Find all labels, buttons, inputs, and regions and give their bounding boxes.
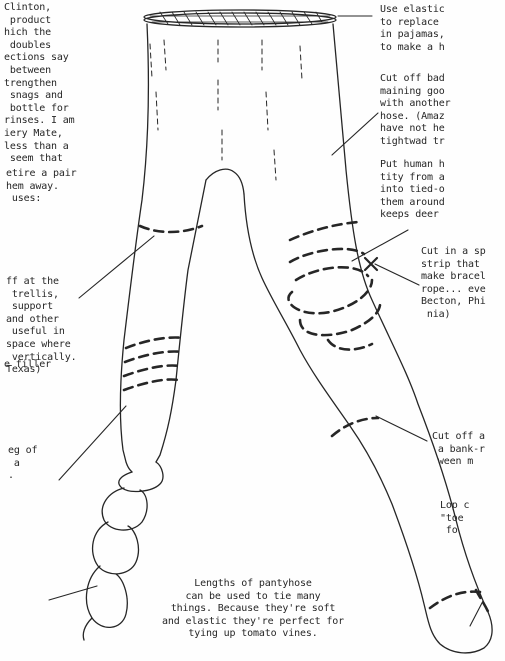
lop-paragraph: Lop c "toe fo — [440, 500, 469, 538]
retire-paragraph: etire a pair hem away. uses: — [6, 168, 76, 206]
filler-paragraph: e filler — [4, 359, 51, 372]
elastic-paragraph: Use elastic to replace in pajamas, to ma… — [380, 4, 445, 54]
waistband-icon — [144, 10, 336, 27]
bank-paragraph: Cut off a a bank-r ween m — [432, 431, 485, 469]
cut-bad-paragraph: Cut off bad maining goo with another hos… — [380, 73, 450, 149]
intro-paragraph: Clinton, product hich the doubles ection… — [4, 2, 74, 166]
human-hair-paragraph: Put human h tity from a into tied-o them… — [380, 159, 445, 222]
spiral-paragraph: Cut in a sp strip that make bracel rope.… — [421, 246, 486, 322]
leg-paragraph: eg of a . — [8, 445, 37, 483]
figure-caption: Lengths of pantyhose can be used to tie … — [128, 578, 378, 641]
